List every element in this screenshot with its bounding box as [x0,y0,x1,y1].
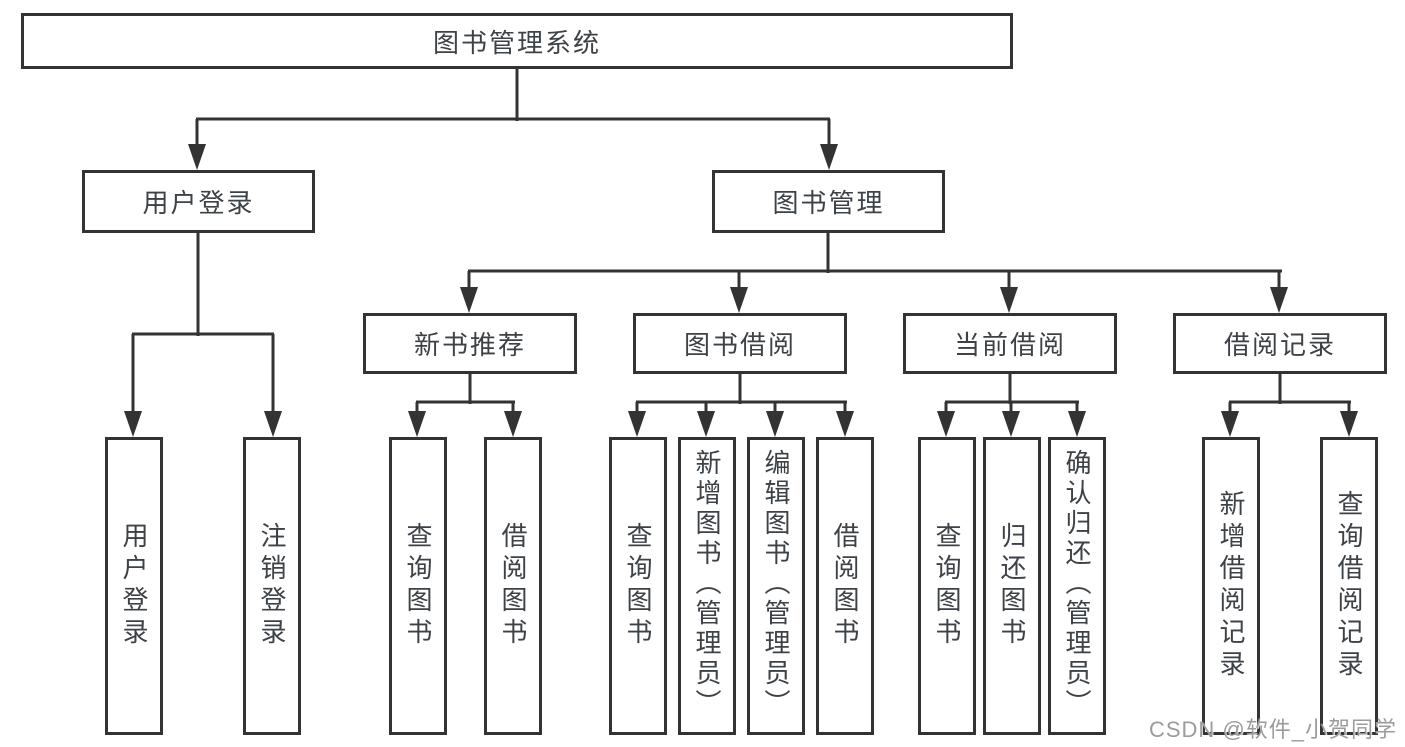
node-root: 图书管理系统 [21,13,1013,69]
leaf-newbook-borrow-book: 借阅图书 [484,437,542,735]
leaf-current-confirm-return-admin: 确认归还（管理员） [1048,437,1106,735]
leaf-borrow-add-book-admin: 新增图书（管理员） [678,437,736,735]
leaf-user-login: 用户登录 [105,437,163,735]
leaf-current-return-book: 归还图书 [983,437,1041,735]
node-book-borrow: 图书借阅 [633,313,847,374]
leaf-borrow-query-book: 查询图书 [609,437,667,735]
csdn-watermark: CSDN @软件_小贺同学 [1148,717,1397,742]
node-book-management: 图书管理 [712,170,945,233]
node-current-borrow: 当前借阅 [903,313,1117,374]
leaf-logout: 注销登录 [243,437,301,735]
node-user-login: 用户登录 [82,170,315,233]
node-borrow-record: 借阅记录 [1173,313,1387,374]
node-new-book-recommend: 新书推荐 [363,313,577,374]
leaf-borrow-borrow-book: 借阅图书 [816,437,874,735]
leaf-record-query-borrow-record: 查询借阅记录 [1320,437,1378,735]
leaf-record-add-borrow-record: 新增借阅记录 [1202,437,1260,735]
leaf-borrow-edit-book-admin: 编辑图书（管理员） [747,437,805,735]
leaf-current-query-book: 查询图书 [918,437,976,735]
leaf-newbook-query-book: 查询图书 [389,437,447,735]
